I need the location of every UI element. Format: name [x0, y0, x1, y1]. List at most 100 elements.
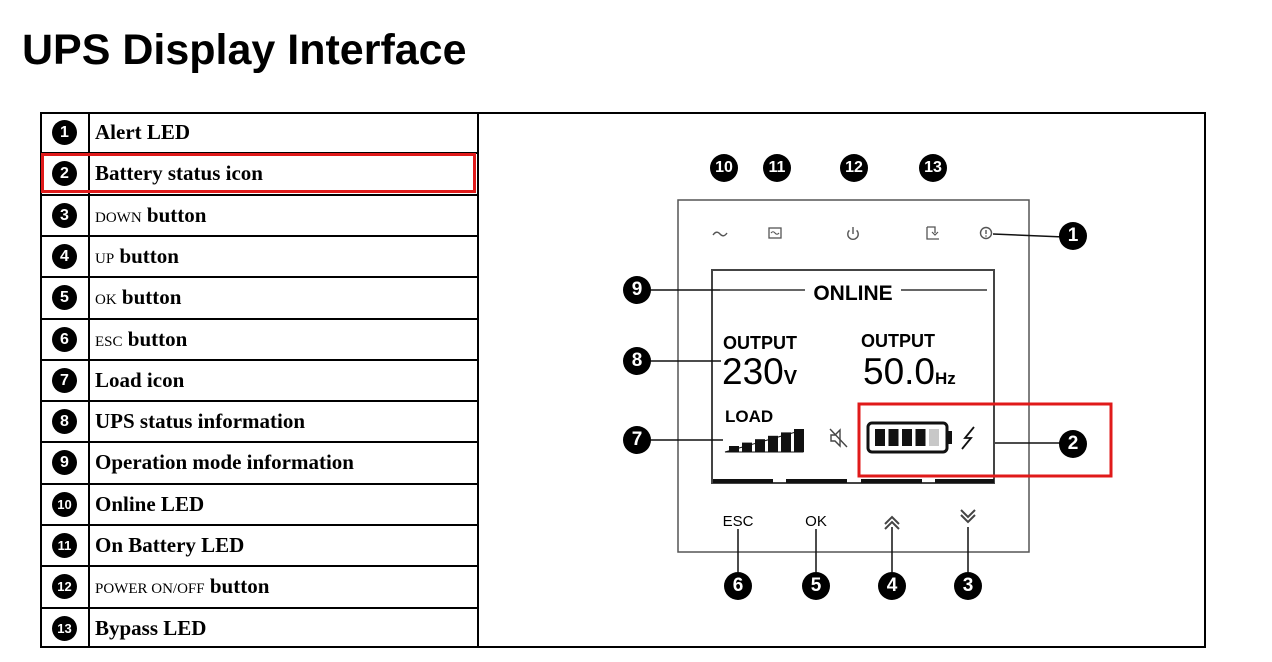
lcd-bottom-segment: [861, 479, 922, 483]
lcd-bottom-segment: [713, 479, 773, 483]
callout-10: 10: [710, 154, 738, 182]
legend-label-text: button: [119, 243, 179, 268]
highlight-battery-icon: [857, 402, 1113, 478]
table-row-divider: [40, 524, 478, 526]
legend-label: Operation mode information: [95, 442, 354, 483]
load-bar-segment: [781, 432, 791, 452]
tilde-wave-icon: [712, 231, 728, 237]
legend-label: Battery status icon: [95, 153, 263, 194]
legend-number: 5: [52, 285, 77, 311]
battery-segment-filled: [875, 429, 885, 446]
highlight-battery-row: [41, 153, 476, 193]
frequency-value: 50.0Hz: [863, 351, 956, 392]
table-row-divider: [40, 317, 478, 320]
callout-9: 9: [623, 276, 651, 304]
lcd-bottom-segment: [786, 479, 847, 483]
leader-line-1: [992, 233, 1065, 238]
legend-number: 4: [52, 243, 77, 269]
legend-number: 11: [52, 533, 77, 558]
load-bar-segment: [729, 446, 739, 452]
legend-row: 13 Bypass LED: [40, 608, 478, 649]
legend-label-text: button: [209, 574, 270, 599]
legend-label: Load icon: [95, 360, 184, 401]
callout-5: 5: [802, 572, 830, 600]
bypass-icon: [926, 226, 939, 240]
legend-label: UPS status information: [95, 401, 305, 442]
power-icon[interactable]: [847, 227, 859, 241]
legend-label-text: button: [121, 285, 182, 310]
legend-number: 10: [52, 491, 77, 517]
legend-number: 8: [52, 409, 77, 435]
esc-button[interactable]: ESC: [723, 513, 754, 530]
down-button[interactable]: [960, 509, 976, 524]
chevron-up-icon: [884, 515, 900, 530]
legend-row: 9 Operation mode information: [40, 442, 478, 483]
legend-label: On Battery LED: [95, 525, 244, 566]
legend-label-text: Alert LED: [95, 120, 191, 144]
ok-button[interactable]: OK: [805, 513, 827, 530]
legend-row: 8 UPS status information: [40, 401, 478, 442]
legend-label-text: Online LED: [95, 491, 205, 516]
legend-number: 6: [52, 326, 77, 352]
load-bars-icon: [724, 429, 804, 453]
legend-number: 7: [52, 367, 77, 393]
table-row-divider: [40, 441, 478, 444]
battery-wave-icon: [768, 227, 782, 239]
load-bar-segment: [742, 442, 752, 452]
table-row-divider: [40, 276, 478, 279]
legend-label-text: Bypass LED: [95, 615, 207, 640]
chevron-down-icon: [960, 509, 976, 524]
lightning-icon: [961, 426, 975, 450]
legend-number: 13: [52, 615, 77, 641]
page-title: UPS Display Interface: [22, 26, 467, 74]
load-bar-segment: [794, 429, 804, 452]
legend-label: Online LED: [95, 484, 204, 525]
legend-number: 9: [52, 450, 77, 476]
table-diagram-divider: [477, 112, 479, 648]
legend-row: 6 ESC button: [40, 319, 478, 360]
legend-row: 3 DOWN button: [40, 195, 478, 236]
legend-label-prefix: ESC: [95, 333, 123, 350]
load-bar-segment: [755, 439, 765, 452]
legend-label: Bypass LED: [95, 608, 206, 649]
callout-6: 6: [724, 572, 752, 600]
legend-label-text: On Battery LED: [95, 533, 245, 557]
legend-label: POWER ON/OFF button: [95, 566, 269, 607]
legend-row: 7 Load icon: [40, 360, 478, 401]
callout-1: 1: [1059, 222, 1087, 250]
legend-label-text: Operation mode information: [95, 450, 354, 475]
voltage-value: 230V: [722, 351, 798, 392]
legend-label-text: button: [146, 202, 207, 227]
legend-number: 2: [52, 161, 77, 187]
voltage-label: OUTPUT: [723, 333, 797, 353]
legend-label-text: button: [127, 326, 188, 351]
load-label: LOAD: [725, 407, 773, 426]
battery-status-icon: [866, 421, 952, 454]
legend-label-prefix: DOWN: [95, 209, 142, 226]
up-button[interactable]: [884, 515, 900, 530]
legend-row: 5 OK button: [40, 277, 478, 318]
frequency-unit: Hz: [935, 369, 956, 388]
legend-number: 12: [52, 574, 77, 600]
operation-mode-text: ONLINE: [813, 282, 892, 305]
number-column-divider: [88, 112, 90, 648]
callout-12: 12: [840, 154, 868, 182]
callout-3: 3: [954, 572, 982, 600]
table-row-divider: [40, 482, 478, 485]
battery-segment-filled: [902, 429, 912, 446]
legend-number: 3: [52, 202, 77, 228]
table-row-divider: [40, 400, 478, 403]
legend-row: 12 POWER ON/OFF button: [40, 566, 478, 607]
legend-label-text: Load icon: [95, 367, 185, 392]
voltage-unit: V: [784, 367, 798, 389]
load-bar-segment: [768, 435, 778, 452]
lcd-screen: [711, 269, 995, 484]
legend-row: 2 Battery status icon: [40, 153, 478, 194]
frequency-label: OUTPUT: [861, 331, 935, 351]
legend-label-text: Battery status icon: [95, 161, 263, 186]
legend-label: OK button: [95, 277, 181, 318]
callout-13: 13: [919, 154, 947, 182]
ups-panel-outline: [677, 199, 1030, 553]
legend-label-text: UPS status information: [95, 409, 306, 434]
